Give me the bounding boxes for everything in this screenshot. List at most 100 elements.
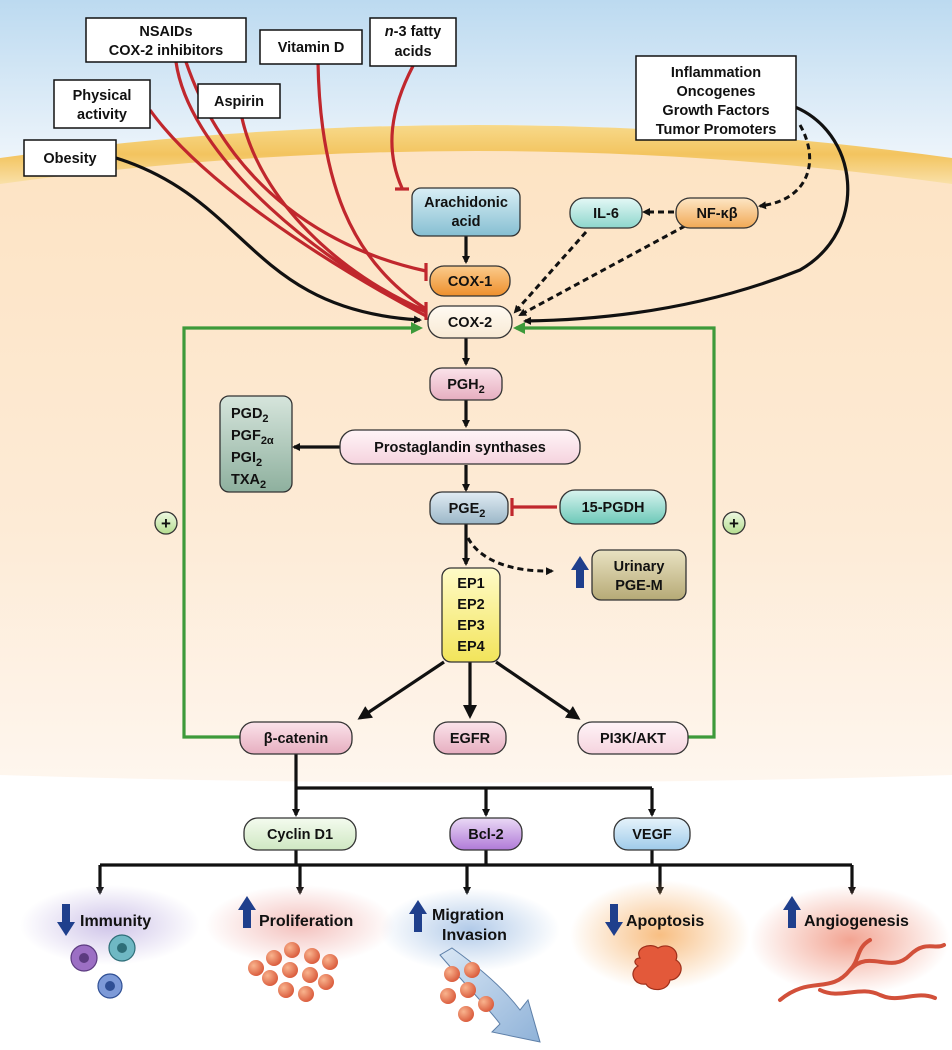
ep3-label: EP3: [457, 618, 484, 634]
apoptosis-label: Apoptosis: [626, 913, 704, 930]
activity-label: activity: [77, 107, 127, 123]
cox2-inhibitors-label: COX-2 inhibitors: [109, 43, 223, 59]
blood-vessels-icon: [778, 938, 946, 1002]
pi3k-akt-node: PI3K/AKT: [577, 721, 689, 755]
il6-label: IL-6: [593, 206, 619, 222]
beta-catenin-label: β-catenin: [264, 731, 328, 747]
pgh2-label: PGH2: [447, 377, 485, 396]
proliferating-cells-icon: [248, 942, 338, 1002]
n3-inhibit-line: [390, 65, 415, 189]
nfkb-label: NF-κβ: [696, 206, 737, 222]
physical-inhibit-line: [148, 109, 427, 318]
bcl2-label: Bcl-2: [468, 827, 503, 843]
proliferation-outcome: Proliferation: [205, 885, 395, 1002]
physical-activity-box: Physical activity: [53, 79, 151, 129]
up-arrow-icon: [783, 896, 801, 928]
vegf-label: VEGF: [632, 827, 672, 843]
up-arrow-icon: [238, 896, 256, 928]
obesity-box: Obesity: [23, 139, 117, 177]
migration-invasion-outcome: Migration Invasion: [380, 888, 560, 1043]
pge2-label: PGE2: [449, 501, 486, 520]
cox2-label: COX-2: [448, 315, 492, 331]
nfkb-to-cox2-line: [518, 224, 686, 317]
ep1-label: EP1: [457, 576, 484, 592]
ep2-label: EP2: [457, 597, 484, 613]
immunity-outcome: Immunity: [20, 885, 200, 999]
nfkb-node: NF-κβ: [675, 197, 759, 229]
up-arrow-icon: [409, 900, 427, 932]
cox1-label: COX-1: [448, 274, 492, 290]
left-plus-label: +: [161, 514, 171, 533]
obesity-label: Obesity: [43, 151, 96, 167]
pgem-label: PGE-M: [615, 578, 663, 594]
betacatenin-feedback-loop: [182, 322, 423, 739]
migration-label: Migration: [432, 907, 504, 924]
urinary-up-arrow-icon: [571, 556, 589, 588]
synthases-label: Prostaglandin synthases: [374, 440, 546, 456]
pgi2-label: PGI2: [231, 450, 262, 469]
apoptotic-cell-icon: [632, 945, 682, 991]
pgd2-label: PGD2: [231, 406, 269, 425]
pge2-to-urinary-line: [466, 537, 554, 576]
n3-label: n-3 fatty: [385, 24, 441, 40]
vitamin-d-label: Vitamin D: [278, 40, 345, 56]
cyclin-label: Cyclin D1: [267, 827, 333, 843]
inflammation-label: Inflammation: [671, 65, 761, 81]
il6-node: IL-6: [569, 197, 643, 229]
ep-to-betacatenin-arrow: [357, 660, 445, 720]
pathway-arrows: [292, 236, 581, 720]
ep-to-pi3k-arrow: [495, 660, 581, 720]
urinary-pgem-node: Urinary PGE-M: [591, 549, 687, 601]
vegf-node: VEGF: [613, 817, 691, 851]
proliferation-label: Proliferation: [259, 913, 353, 930]
cox2-node: COX-2: [427, 305, 513, 339]
migrating-cells-icon: [440, 962, 494, 1022]
arachidonic-label: Arachidonic: [424, 195, 508, 211]
synthases-node: Prostaglandin synthases: [339, 429, 581, 465]
egfr-label: EGFR: [450, 731, 491, 747]
nsaids-box: NSAIDs COX-2 inhibitors: [85, 17, 247, 63]
growth-factors-label: Growth Factors: [662, 103, 769, 119]
aspirin-inhibit-line: [240, 117, 427, 313]
inflammation-box: Inflammation Oncogenes Growth Factors Tu…: [635, 55, 797, 141]
feedback-loops: [182, 322, 716, 739]
acid-label: acid: [451, 214, 480, 230]
txa2-label: TXA2: [231, 472, 266, 491]
tumor-promoters-label: Tumor Promoters: [656, 122, 777, 138]
fatty-acids-label: acids: [394, 44, 431, 60]
ep4-label: EP4: [457, 639, 484, 655]
right-plus-badge: +: [722, 511, 746, 535]
pi3k-feedback-loop: [513, 322, 716, 739]
down-arrow-icon: [57, 904, 75, 936]
n3-fatty-acids-box: n-3 fatty acids: [369, 17, 457, 67]
prostanoids-node: PGD2 PGF2α PGI2 TXA2: [219, 395, 293, 493]
dashed-activation-lines: [466, 124, 812, 576]
obesity-activation-line: [115, 156, 422, 324]
inflammation-activation-line: [523, 103, 850, 325]
beta-catenin-node: β-catenin: [239, 721, 353, 755]
angiogenesis-outcome: Angiogenesis: [750, 885, 950, 1002]
cyclin-d1-node: Cyclin D1: [243, 817, 357, 851]
pgdh-node: 15-PGDH: [559, 489, 667, 525]
inflammation-to-nfkb-line: [758, 124, 812, 210]
nsaids-label: NSAIDs: [139, 24, 192, 40]
right-plus-label: +: [729, 514, 739, 533]
il6-to-cox2-line: [513, 231, 588, 314]
ep-receptors-node: EP1 EP2 EP3 EP4: [441, 567, 501, 663]
pgf2a-label: PGF2α: [231, 428, 274, 447]
pgdh-label: 15-PGDH: [582, 500, 645, 516]
vitamin-d-box: Vitamin D: [259, 29, 363, 65]
downstream-tree: [96, 752, 856, 895]
urinary-label: Urinary: [614, 559, 665, 575]
pgh2-node: PGH2: [429, 367, 503, 401]
inhibition-bars: [395, 187, 514, 516]
oncogenes-label: Oncogenes: [677, 84, 756, 100]
physical-label: Physical: [73, 88, 132, 104]
arachidonic-acid-node: Arachidonic acid: [411, 187, 521, 237]
cox1-node: COX-1: [429, 265, 511, 297]
apoptosis-outcome: Apoptosis: [570, 880, 750, 991]
immunity-label: Immunity: [80, 913, 151, 930]
aspirin-label: Aspirin: [214, 94, 264, 110]
